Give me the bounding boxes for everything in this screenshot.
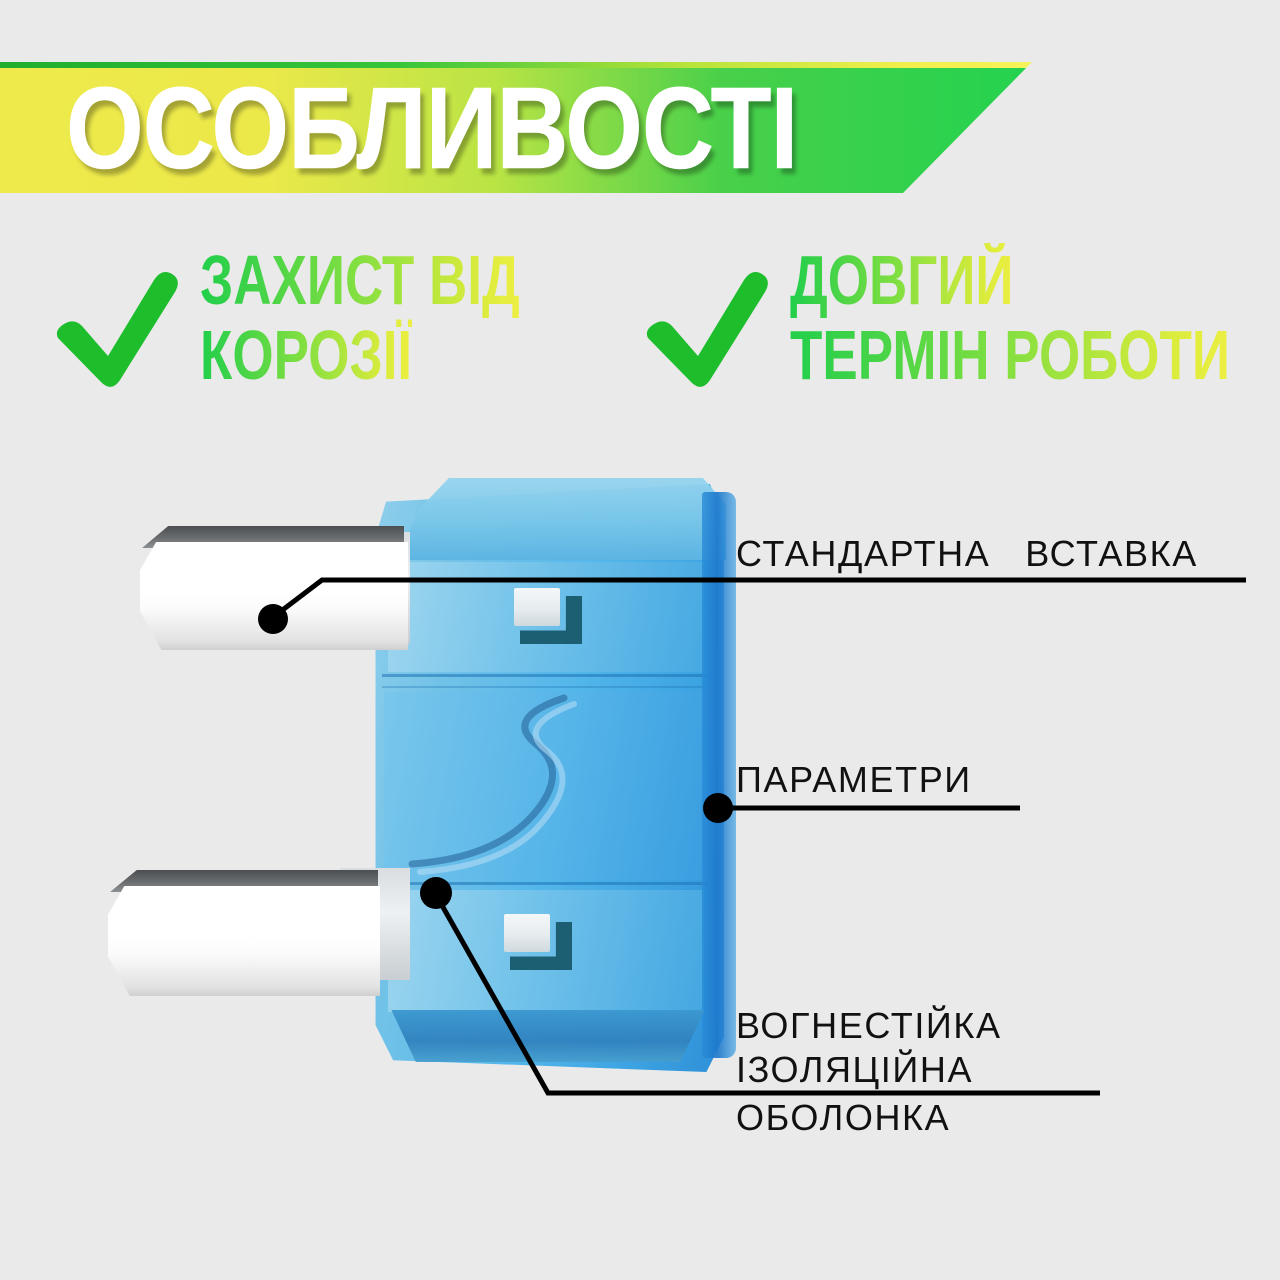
banner-top-stripe (0, 62, 1032, 68)
callout-label-shell-line1: ВОГНЕСТІЙКА (736, 1005, 1002, 1046)
banner-body (0, 68, 1032, 193)
fuse-top-window (514, 588, 560, 626)
check-mark-icon (646, 272, 768, 387)
feature-label-lifetime-line1: ДОВГИЙ (790, 241, 1014, 320)
fuse-right-edge (702, 492, 736, 1058)
lower-blade-terminal[interactable] (108, 886, 380, 996)
fuse-divider-line-top (382, 674, 708, 677)
fuse-base-bevel (391, 1010, 705, 1062)
page-title: ОСОБЛИВОСТІ (66, 62, 799, 193)
fuse-divider-line-bottom (382, 882, 708, 885)
fuse-top-cap (396, 478, 726, 560)
check-mark-icon (56, 272, 178, 387)
callout-label-standard-insert: СТАНДАРТНА ВСТАВКА (736, 533, 1198, 574)
feature-label-lifetime-line2: ТЕРМІН РОБОТИ (790, 316, 1231, 395)
fuse-divider-line-top2 (382, 686, 706, 688)
fuse-bottom-window (504, 914, 550, 952)
callout-label-shell-line3: ОБОЛОНКА (736, 1097, 951, 1138)
callout-dot-shell (420, 877, 452, 909)
callout-label-parameters: ПАРАМЕТРИ (736, 759, 972, 800)
callout-dot-standard-insert (258, 604, 288, 634)
callout-label-shell-line2: ІЗОЛЯЦІЙНА (736, 1049, 974, 1090)
feature-label-corrosion-line2: КОРОЗІЇ (200, 316, 413, 395)
callout-dot-parameters (703, 793, 733, 823)
feature-label-corrosion-line1: ЗАХИСТ ВІД (200, 241, 520, 320)
fuse-element-chamber (384, 692, 706, 880)
blade-fuse-illustration (108, 470, 790, 1090)
header-banner (0, 62, 1032, 193)
